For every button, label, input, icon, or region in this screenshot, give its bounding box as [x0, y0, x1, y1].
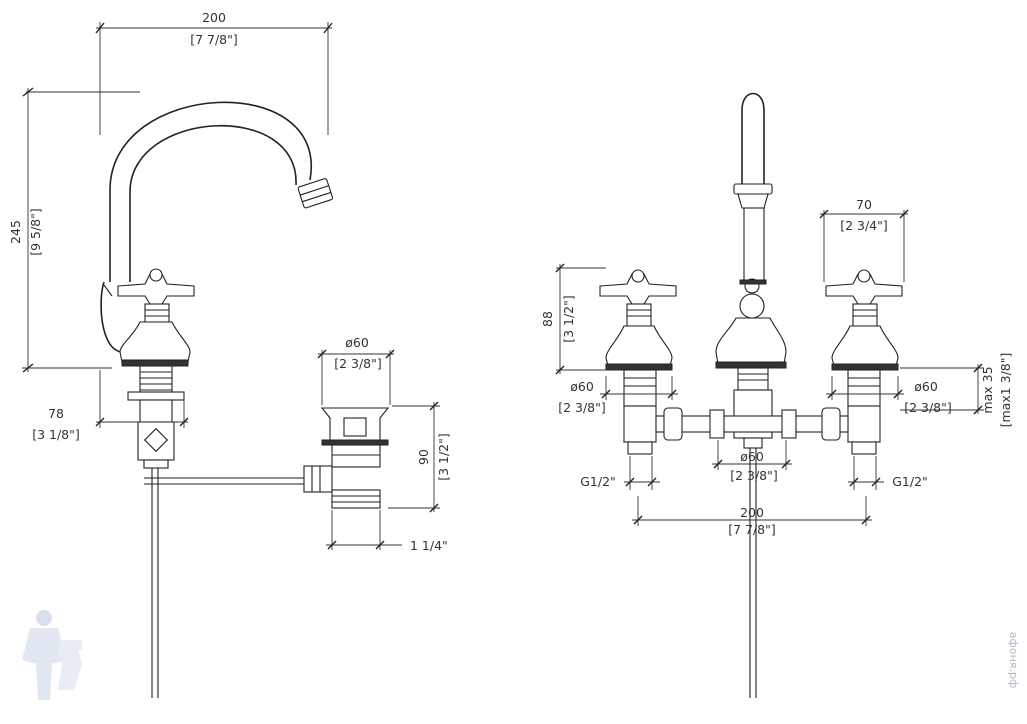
handle-spacing-in: [2 3/4"]	[840, 218, 888, 233]
reach-mm: 78	[48, 406, 64, 421]
spout-base-diameter-mm: ø60	[740, 449, 764, 464]
drain-diameter-in: [2 3/8"]	[334, 356, 382, 371]
deck-thickness-mm: max 35	[980, 366, 995, 413]
drain-height-in: [3 1/2"]	[436, 433, 451, 481]
centers-mm: 200	[740, 505, 764, 520]
spout-width-mm: 200	[202, 10, 226, 25]
handle-height-mm: 88	[540, 311, 555, 327]
spout-width-in: [7 7/8"]	[190, 32, 238, 47]
valve-diameter-left-in: [2 3/8"]	[558, 400, 606, 415]
valve-diameter-right-mm: ø60	[914, 379, 938, 394]
thread-left: G1/2"	[580, 474, 616, 489]
handle-height-in: [3 1/2"]	[561, 295, 576, 343]
centers-in: [7 7/8"]	[728, 522, 776, 537]
side-view: 200 [7 7/8"] 245 [9 5/8"] 78 [3 1/8"] ø6…	[8, 10, 451, 698]
drain-diameter-mm: ø60	[345, 335, 369, 350]
handle-spacing-mm: 70	[856, 197, 872, 212]
height-mm: 245	[8, 220, 23, 244]
thread-right: G1/2"	[892, 474, 928, 489]
height-in: [9 5/8"]	[28, 208, 43, 256]
drain-height-mm: 90	[416, 449, 431, 465]
deck-thickness-in: [max1 3/8"]	[998, 353, 1013, 428]
valve-diameter-right-in: [2 3/8"]	[904, 400, 952, 415]
watermark-site: афоня.рф	[1007, 632, 1020, 689]
plumber-logo-icon	[22, 610, 82, 700]
valve-diameter-left-mm: ø60	[570, 379, 594, 394]
reach-in: [3 1/8"]	[32, 427, 80, 442]
front-view: 88 [3 1/2"] 70 [2 3/4"] ø60 [2 3/8"] ø60…	[540, 92, 1013, 698]
drain-thread: 1 1/4"	[410, 538, 448, 553]
spout-base-diameter-in: [2 3/8"]	[730, 468, 778, 483]
